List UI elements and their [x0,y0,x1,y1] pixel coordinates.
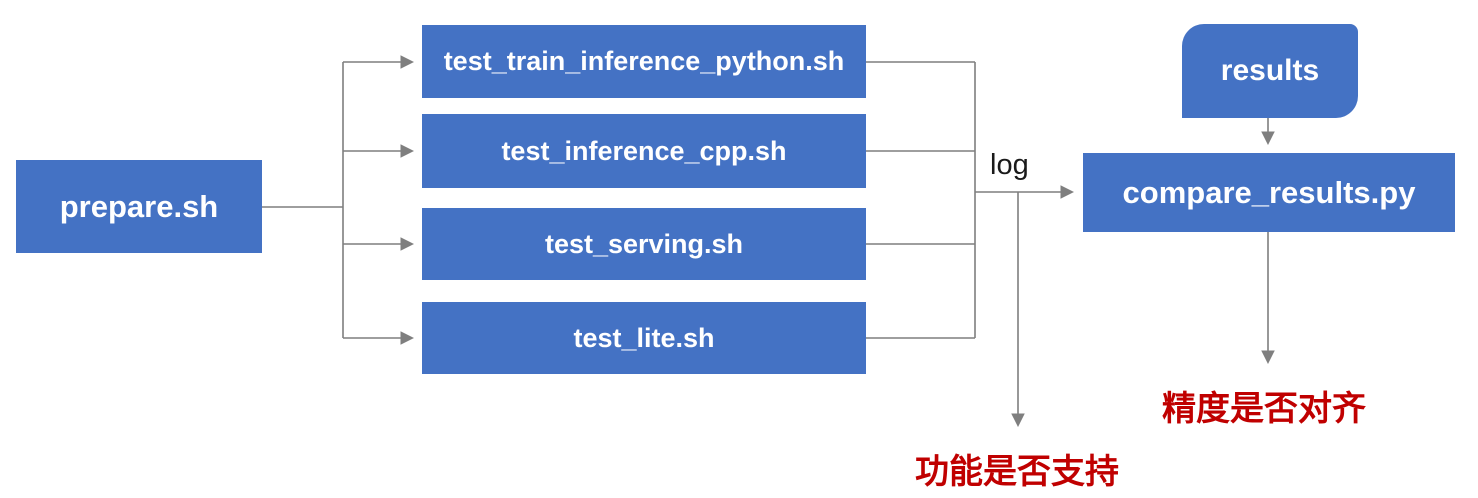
node-results-label: results [1220,54,1320,87]
node-test-inference-cpp-label: test_inference_cpp.sh [501,135,787,166]
node-results: results [1182,24,1358,118]
node-prepare-sh-label: prepare.sh [59,188,219,224]
log-edge-label: log [990,149,1029,181]
node-test-lite-label: test_lite.sh [573,322,715,353]
annotation-function-support: 功能是否支持 [915,453,1119,491]
node-prepare-sh: prepare.sh [16,160,262,253]
node-compare-results-py-label: compare_results.py [1122,174,1416,210]
annotation-precision-alignment: 精度是否对齐 [1162,390,1366,428]
node-test-serving-label: test_serving.sh [544,228,744,259]
node-test-serving: test_serving.sh [422,208,866,280]
node-test-train-inference-python: test_train_inference_python.sh [422,25,866,98]
node-test-train-inference-python-label: test_train_inference_python.sh [443,46,845,76]
node-test-inference-cpp: test_inference_cpp.sh [422,114,866,188]
node-compare-results-py: compare_results.py [1083,153,1455,232]
node-test-lite: test_lite.sh [422,302,866,374]
